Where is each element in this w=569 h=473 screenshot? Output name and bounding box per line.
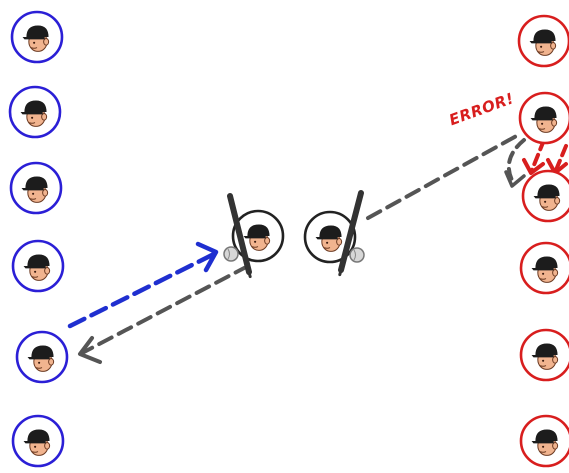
red-player-3 [521, 169, 569, 223]
red-error-arrow-2 [554, 144, 568, 172]
red-player-4 [519, 241, 569, 295]
blue-player-6 [11, 414, 65, 468]
gray-return-arrow [82, 264, 250, 354]
player-head-icon [243, 224, 271, 251]
red-player-6 [519, 414, 569, 468]
blue-player-2 [8, 85, 62, 139]
right-batter [303, 190, 365, 277]
player-head-icon [533, 184, 561, 211]
player-head-icon [21, 176, 49, 203]
red-player-1 [517, 14, 569, 68]
batters [223, 190, 365, 279]
right-batter-player [303, 210, 357, 264]
player-head-icon [531, 429, 559, 456]
player-head-icon [531, 343, 559, 370]
player-head-icon [23, 254, 51, 281]
blue-arrowhead-icon [195, 241, 219, 273]
player-head-icon [531, 256, 559, 283]
blue-player-4 [11, 239, 65, 293]
red-arrowhead-icon-1 [522, 158, 545, 175]
bat-icon [338, 190, 364, 277]
players [8, 10, 569, 468]
left-batter [223, 193, 285, 279]
player-head-icon [23, 429, 51, 456]
player-head-icon [20, 100, 48, 127]
gray-arrowhead-icon [78, 336, 102, 364]
red-error-arrow-1 [530, 138, 546, 172]
red-player-5 [519, 328, 569, 382]
gray-pass-right [366, 132, 522, 220]
blue-pass-arrow [67, 251, 217, 329]
gray-curve-arrowhead-icon [504, 170, 526, 188]
red-player-2 [518, 91, 569, 145]
bat-icon [227, 193, 252, 279]
blue-player-3 [9, 161, 63, 215]
player-head-icon [529, 29, 557, 56]
ball-icon [349, 247, 365, 263]
blue-player-1 [10, 10, 64, 64]
error-annotation: ERROR! [447, 89, 517, 129]
player-head-icon [315, 225, 343, 252]
player-head-icon [22, 25, 50, 52]
blue-player-5 [15, 330, 69, 384]
player-head-icon [27, 345, 55, 372]
ball-icon [223, 246, 239, 262]
player-head-icon [530, 106, 558, 133]
gray-curve-arrow [506, 138, 526, 186]
